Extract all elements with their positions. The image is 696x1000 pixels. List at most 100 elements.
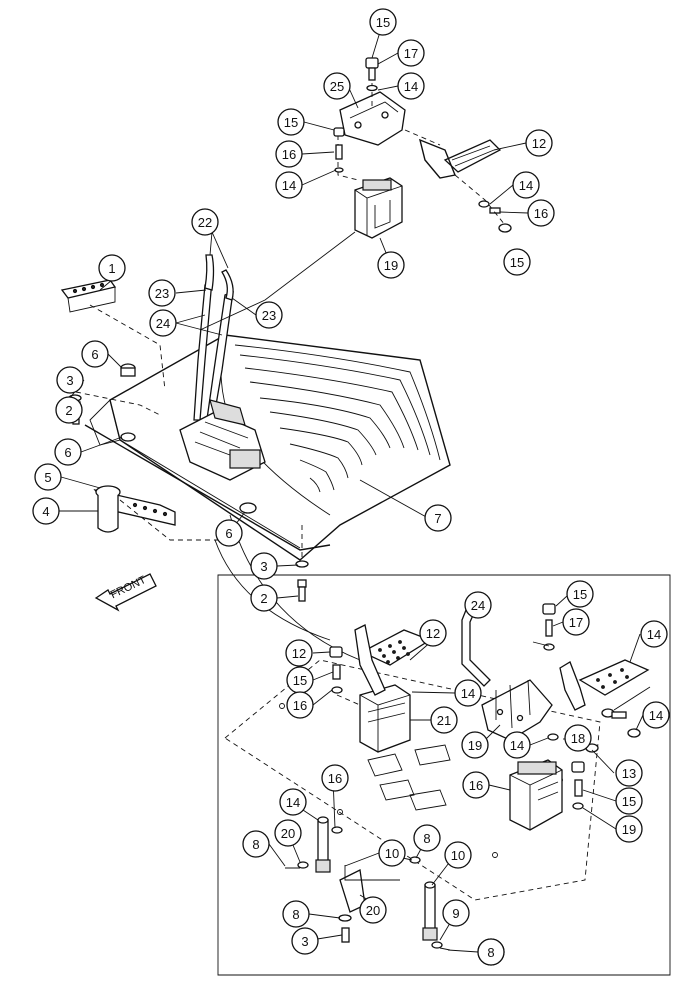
callout-15: 15 [566, 580, 594, 608]
callout-number: 13 [622, 766, 636, 781]
callout-number: 4 [42, 504, 49, 519]
callout-15: 15 [615, 787, 643, 815]
callout-15: 15 [277, 108, 305, 136]
callout-number: 8 [292, 907, 299, 922]
callout-number: 16 [293, 698, 307, 713]
callout-number: 17 [404, 46, 418, 61]
front-arrow: FRONT [94, 573, 157, 612]
callout-12: 12 [285, 639, 313, 667]
callout-number: 3 [260, 559, 267, 574]
callout-number: 3 [301, 934, 308, 949]
callout-18: 18 [564, 724, 592, 752]
callout-number: 18 [571, 731, 585, 746]
callout-number: 19 [384, 258, 398, 273]
callout-number: 22 [198, 215, 212, 230]
callout-number: 20 [281, 826, 295, 841]
callout-12: 12 [419, 619, 447, 647]
callout-14: 14 [454, 679, 482, 707]
callout-number: 2 [260, 591, 267, 606]
top-pedal-assembly [333, 57, 512, 239]
callout-6: 6 [215, 519, 243, 547]
callout-number: 6 [225, 526, 232, 541]
callout-number: 15 [510, 255, 524, 270]
callout-24: 24 [149, 309, 177, 337]
callout-20: 20 [274, 819, 302, 847]
callout-1: 1 [98, 254, 126, 282]
callout-23: 23 [148, 279, 176, 307]
callout-7: 7 [424, 504, 452, 532]
callout-9: 9 [442, 899, 470, 927]
callout-23: 23 [255, 301, 283, 329]
callout-number: 12 [292, 646, 306, 661]
callout-number: 24 [471, 598, 485, 613]
callout-number: 16 [328, 771, 342, 786]
callout-number: 23 [155, 286, 169, 301]
callout-16: 16 [286, 691, 314, 719]
callout-8: 8 [242, 830, 270, 858]
callout-number: 14 [649, 708, 663, 723]
callout-number: 5 [44, 470, 51, 485]
callout-21: 21 [430, 706, 458, 734]
callout-number: 8 [423, 831, 430, 846]
callout-14: 14 [512, 171, 540, 199]
callout-number: 20 [366, 903, 380, 918]
callout-number: 6 [91, 347, 98, 362]
callout-4: 4 [32, 497, 60, 525]
callout-8: 8 [282, 900, 310, 928]
callout-number: 8 [487, 945, 494, 960]
callout-10: 10 [444, 841, 472, 869]
callout-number: 14 [286, 795, 300, 810]
callout-20: 20 [359, 896, 387, 924]
callout-number: 1 [108, 261, 115, 276]
callout-12: 12 [525, 129, 553, 157]
callout-2: 2 [55, 396, 83, 424]
callout-19: 19 [377, 251, 405, 279]
callout-14: 14 [640, 620, 668, 648]
callout-22: 22 [191, 208, 219, 236]
callout-number: 17 [569, 615, 583, 630]
callout-14: 14 [279, 788, 307, 816]
callout-16: 16 [321, 764, 349, 792]
callout-number: 15 [376, 15, 390, 30]
callout-number: 8 [252, 837, 259, 852]
callout-number: 19 [622, 822, 636, 837]
callout-3: 3 [56, 366, 84, 394]
callout-5: 5 [34, 463, 62, 491]
callout-number: 6 [64, 445, 71, 460]
callout-number: 2 [65, 403, 72, 418]
callout-10: 10 [378, 839, 406, 867]
callout-16: 16 [527, 199, 555, 227]
callout-17: 17 [397, 39, 425, 67]
callout-number: 14 [461, 686, 475, 701]
callout-number: 15 [573, 587, 587, 602]
callout-number: 10 [385, 846, 399, 861]
callout-17: 17 [562, 608, 590, 636]
callout-3: 3 [250, 552, 278, 580]
callout-number: 9 [452, 906, 459, 921]
callout-number: 16 [534, 206, 548, 221]
callout-number: 15 [293, 673, 307, 688]
callout-6: 6 [81, 340, 109, 368]
callout-number: 19 [468, 738, 482, 753]
callout-6: 6 [54, 438, 82, 466]
callout-2: 2 [250, 584, 278, 612]
callout-number: 25 [330, 79, 344, 94]
callout-number: 14 [404, 79, 418, 94]
callout-number: 14 [282, 178, 296, 193]
callout-number: 7 [434, 511, 441, 526]
callout-16: 16 [275, 140, 303, 168]
callout-15: 15 [369, 8, 397, 36]
callout-14: 14 [642, 701, 670, 729]
callout-number: 24 [156, 316, 170, 331]
callout-number: 12 [426, 626, 440, 641]
callout-19: 19 [615, 815, 643, 843]
callout-number: 23 [262, 308, 276, 323]
callout-number: 14 [519, 178, 533, 193]
callout-15: 15 [503, 248, 531, 276]
callout-13: 13 [615, 759, 643, 787]
callout-19: 19 [461, 731, 489, 759]
callout-14: 14 [503, 731, 531, 759]
callout-number: 15 [284, 115, 298, 130]
detail-box [217, 574, 671, 976]
